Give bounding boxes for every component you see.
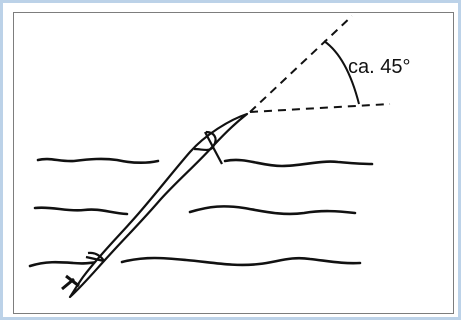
- wave-line-bottom: [28, 260, 101, 268]
- wave-line-bottom-right: [120, 256, 362, 267]
- kayak-hull: [68, 112, 249, 299]
- kayak-stern-brace: [85, 255, 105, 263]
- kayak-bow-brace: [204, 131, 223, 165]
- wave-line-top-right: [223, 158, 374, 168]
- angle-reference-lines: [249, 15, 391, 113]
- kayak-bow-seat: [193, 130, 217, 152]
- wave-line-top: [36, 157, 160, 165]
- horizontal-dashed-line: [249, 103, 391, 113]
- water-waves-icon: [28, 157, 374, 268]
- angle-label: ca. 45°: [348, 56, 410, 78]
- angle-ray-dashed-line: [249, 15, 353, 113]
- angle-arc: [323, 40, 360, 105]
- kayak-tip-mark: [61, 274, 80, 291]
- wave-line-middle: [33, 206, 129, 216]
- wave-line-middle-right: [188, 205, 357, 216]
- kayak-icon: [61, 112, 249, 299]
